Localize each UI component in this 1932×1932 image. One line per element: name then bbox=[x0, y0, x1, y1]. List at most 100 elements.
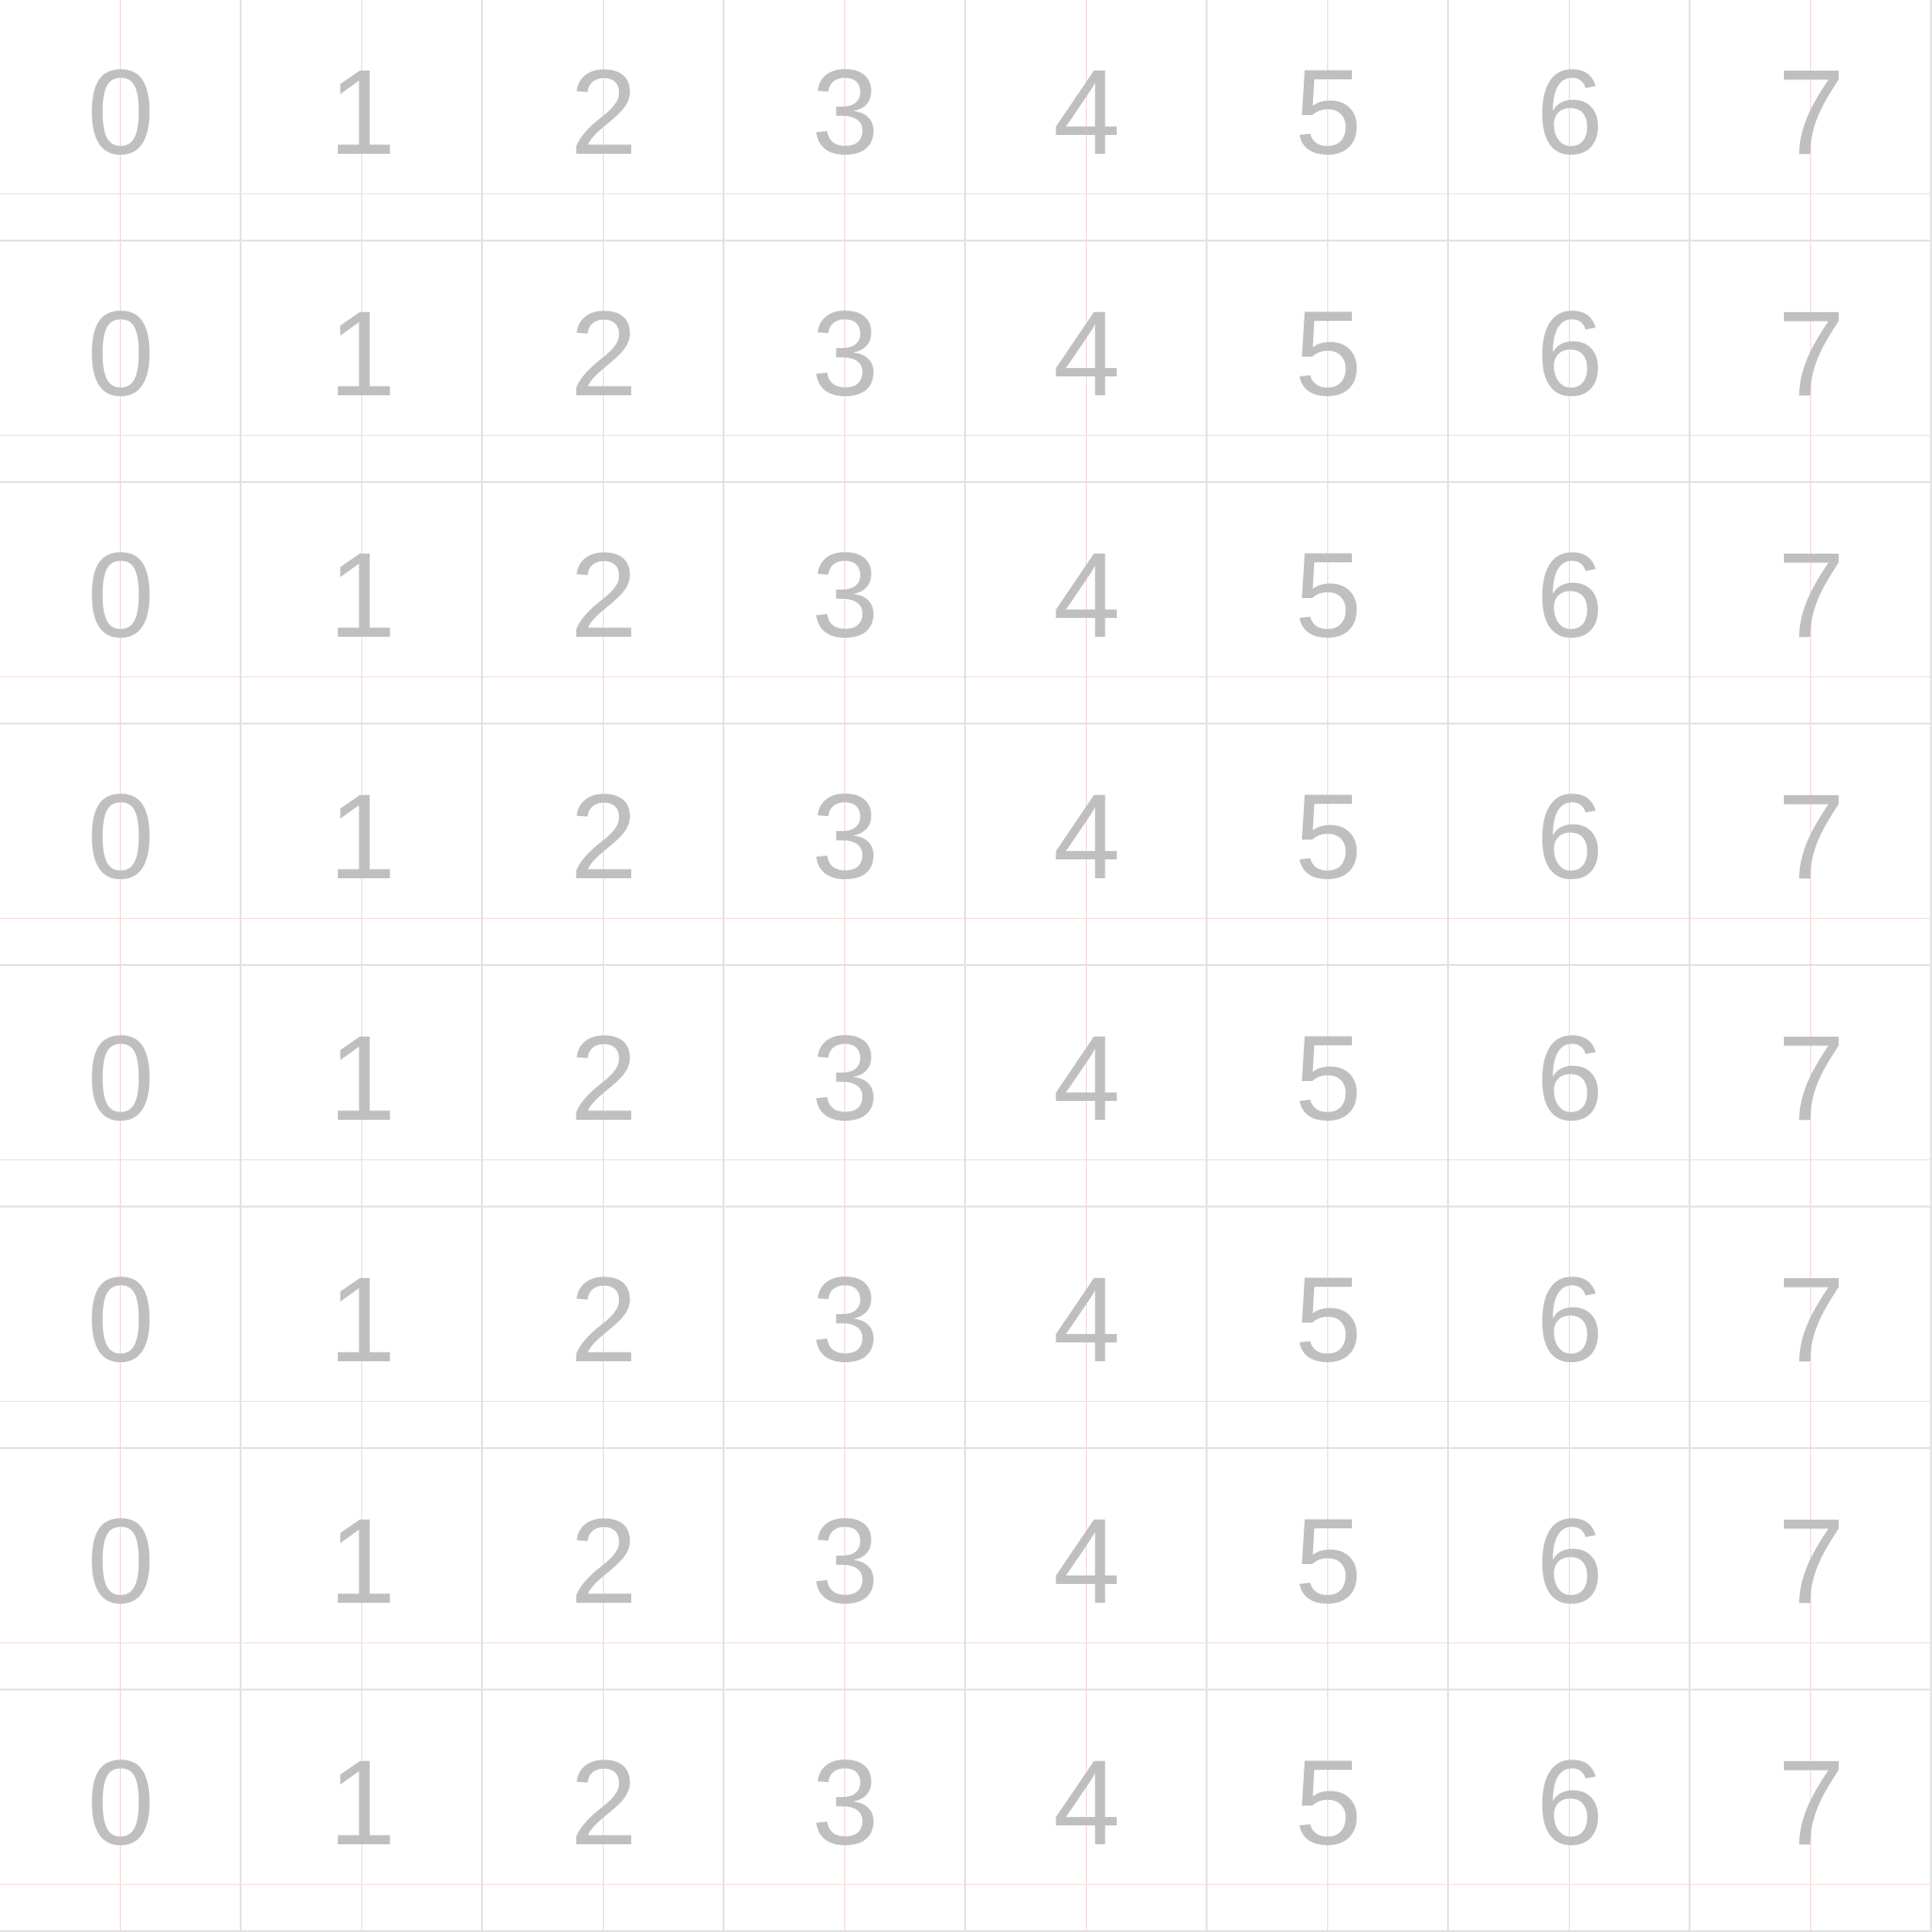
digit-label: 4 bbox=[1053, 770, 1121, 905]
grid-cell: 6 bbox=[1449, 1690, 1690, 1932]
horizontal-guide bbox=[0, 435, 240, 436]
grid-cell: 6 bbox=[1449, 242, 1690, 483]
grid-cell: 7 bbox=[1690, 0, 1932, 242]
grid-cell: 6 bbox=[1449, 1449, 1690, 1690]
digit-label: 5 bbox=[1294, 528, 1362, 663]
vertical-guide bbox=[603, 0, 604, 240]
horizontal-guide bbox=[0, 1884, 240, 1885]
digit-label: 6 bbox=[1536, 1736, 1604, 1871]
grid-cell: 2 bbox=[483, 724, 724, 966]
horizontal-guide bbox=[0, 1401, 240, 1402]
grid-cell: 7 bbox=[1690, 483, 1932, 724]
digit-label: 1 bbox=[328, 1253, 396, 1388]
digit-label: 3 bbox=[811, 1253, 879, 1388]
horizontal-guide bbox=[1449, 676, 1689, 677]
grid-cell: 0 bbox=[0, 0, 242, 242]
grid-cell: 0 bbox=[0, 242, 242, 483]
digit-label: 1 bbox=[328, 1736, 396, 1871]
digit-label: 7 bbox=[1777, 45, 1845, 180]
vertical-guide bbox=[1086, 1449, 1087, 1689]
horizontal-guide bbox=[0, 676, 240, 677]
horizontal-guide bbox=[724, 435, 964, 436]
vertical-guide bbox=[1569, 1208, 1570, 1447]
vertical-guide bbox=[1810, 1208, 1811, 1447]
grid-cell: 4 bbox=[966, 0, 1208, 242]
horizontal-guide bbox=[966, 918, 1206, 919]
grid-cell: 7 bbox=[1690, 1449, 1932, 1690]
digit-label: 4 bbox=[1053, 1736, 1121, 1871]
horizontal-guide bbox=[1208, 676, 1447, 677]
horizontal-guide bbox=[483, 1401, 723, 1402]
digit-label: 6 bbox=[1536, 528, 1604, 663]
horizontal-guide bbox=[483, 1642, 723, 1643]
digit-label: 7 bbox=[1777, 770, 1845, 905]
horizontal-guide bbox=[966, 1884, 1206, 1885]
horizontal-guide bbox=[724, 918, 964, 919]
horizontal-guide bbox=[1208, 193, 1447, 194]
grid-cell: 7 bbox=[1690, 966, 1932, 1208]
horizontal-guide bbox=[966, 676, 1206, 677]
digit-label: 0 bbox=[87, 287, 155, 422]
digit-label: 5 bbox=[1294, 770, 1362, 905]
vertical-guide bbox=[1569, 1449, 1570, 1689]
grid-cell: 0 bbox=[0, 1690, 242, 1932]
horizontal-guide bbox=[1208, 918, 1447, 919]
digit-label: 6 bbox=[1536, 770, 1604, 905]
vertical-guide bbox=[1086, 966, 1087, 1206]
horizontal-guide bbox=[1449, 918, 1689, 919]
vertical-guide bbox=[844, 966, 845, 1206]
grid-cell: 1 bbox=[242, 724, 483, 966]
digit-label: 0 bbox=[87, 528, 155, 663]
horizontal-guide bbox=[724, 1159, 964, 1160]
grid-cell: 2 bbox=[483, 966, 724, 1208]
digit-label: 4 bbox=[1053, 45, 1121, 180]
digit-label: 5 bbox=[1294, 287, 1362, 422]
grid-cell: 3 bbox=[724, 1690, 966, 1932]
vertical-guide bbox=[844, 0, 845, 240]
vertical-guide bbox=[361, 242, 362, 481]
grid-cell: 1 bbox=[242, 1208, 483, 1449]
vertical-guide bbox=[1086, 242, 1087, 481]
digit-label: 3 bbox=[811, 528, 879, 663]
grid-cell: 4 bbox=[966, 483, 1208, 724]
vertical-guide bbox=[844, 724, 845, 964]
digit-label: 2 bbox=[570, 1011, 638, 1146]
digit-label: 0 bbox=[87, 1011, 155, 1146]
horizontal-guide bbox=[1208, 1159, 1447, 1160]
digit-label: 1 bbox=[328, 1494, 396, 1629]
digit-label: 0 bbox=[87, 1253, 155, 1388]
horizontal-guide bbox=[1449, 1159, 1689, 1160]
horizontal-guide bbox=[966, 1642, 1206, 1643]
digit-label: 6 bbox=[1536, 1253, 1604, 1388]
vertical-guide bbox=[120, 966, 121, 1206]
horizontal-guide bbox=[1208, 1642, 1447, 1643]
grid-cell: 2 bbox=[483, 1449, 724, 1690]
grid-cell: 1 bbox=[242, 483, 483, 724]
horizontal-guide bbox=[1208, 435, 1447, 436]
vertical-guide bbox=[1810, 966, 1811, 1206]
horizontal-guide bbox=[0, 1159, 240, 1160]
grid-cell: 1 bbox=[242, 1449, 483, 1690]
digit-label: 5 bbox=[1294, 1494, 1362, 1629]
digit-label: 1 bbox=[328, 1011, 396, 1146]
grid-cell: 2 bbox=[483, 1208, 724, 1449]
vertical-guide bbox=[1810, 0, 1811, 240]
grid-cell: 2 bbox=[483, 483, 724, 724]
vertical-guide bbox=[120, 724, 121, 964]
horizontal-guide bbox=[1449, 435, 1689, 436]
grid-cell: 3 bbox=[724, 0, 966, 242]
vertical-guide bbox=[1569, 242, 1570, 481]
horizontal-guide bbox=[1690, 193, 1930, 194]
grid-cell: 0 bbox=[0, 724, 242, 966]
horizontal-guide bbox=[242, 1401, 481, 1402]
digit-label: 7 bbox=[1777, 1011, 1845, 1146]
grid-cell: 0 bbox=[0, 483, 242, 724]
vertical-guide bbox=[603, 724, 604, 964]
horizontal-guide bbox=[1449, 1884, 1689, 1885]
horizontal-guide bbox=[1690, 435, 1930, 436]
grid-cell: 4 bbox=[966, 1449, 1208, 1690]
grid-cell: 3 bbox=[724, 1208, 966, 1449]
grid-cell: 3 bbox=[724, 483, 966, 724]
horizontal-guide bbox=[483, 918, 723, 919]
grid-cell: 4 bbox=[966, 724, 1208, 966]
